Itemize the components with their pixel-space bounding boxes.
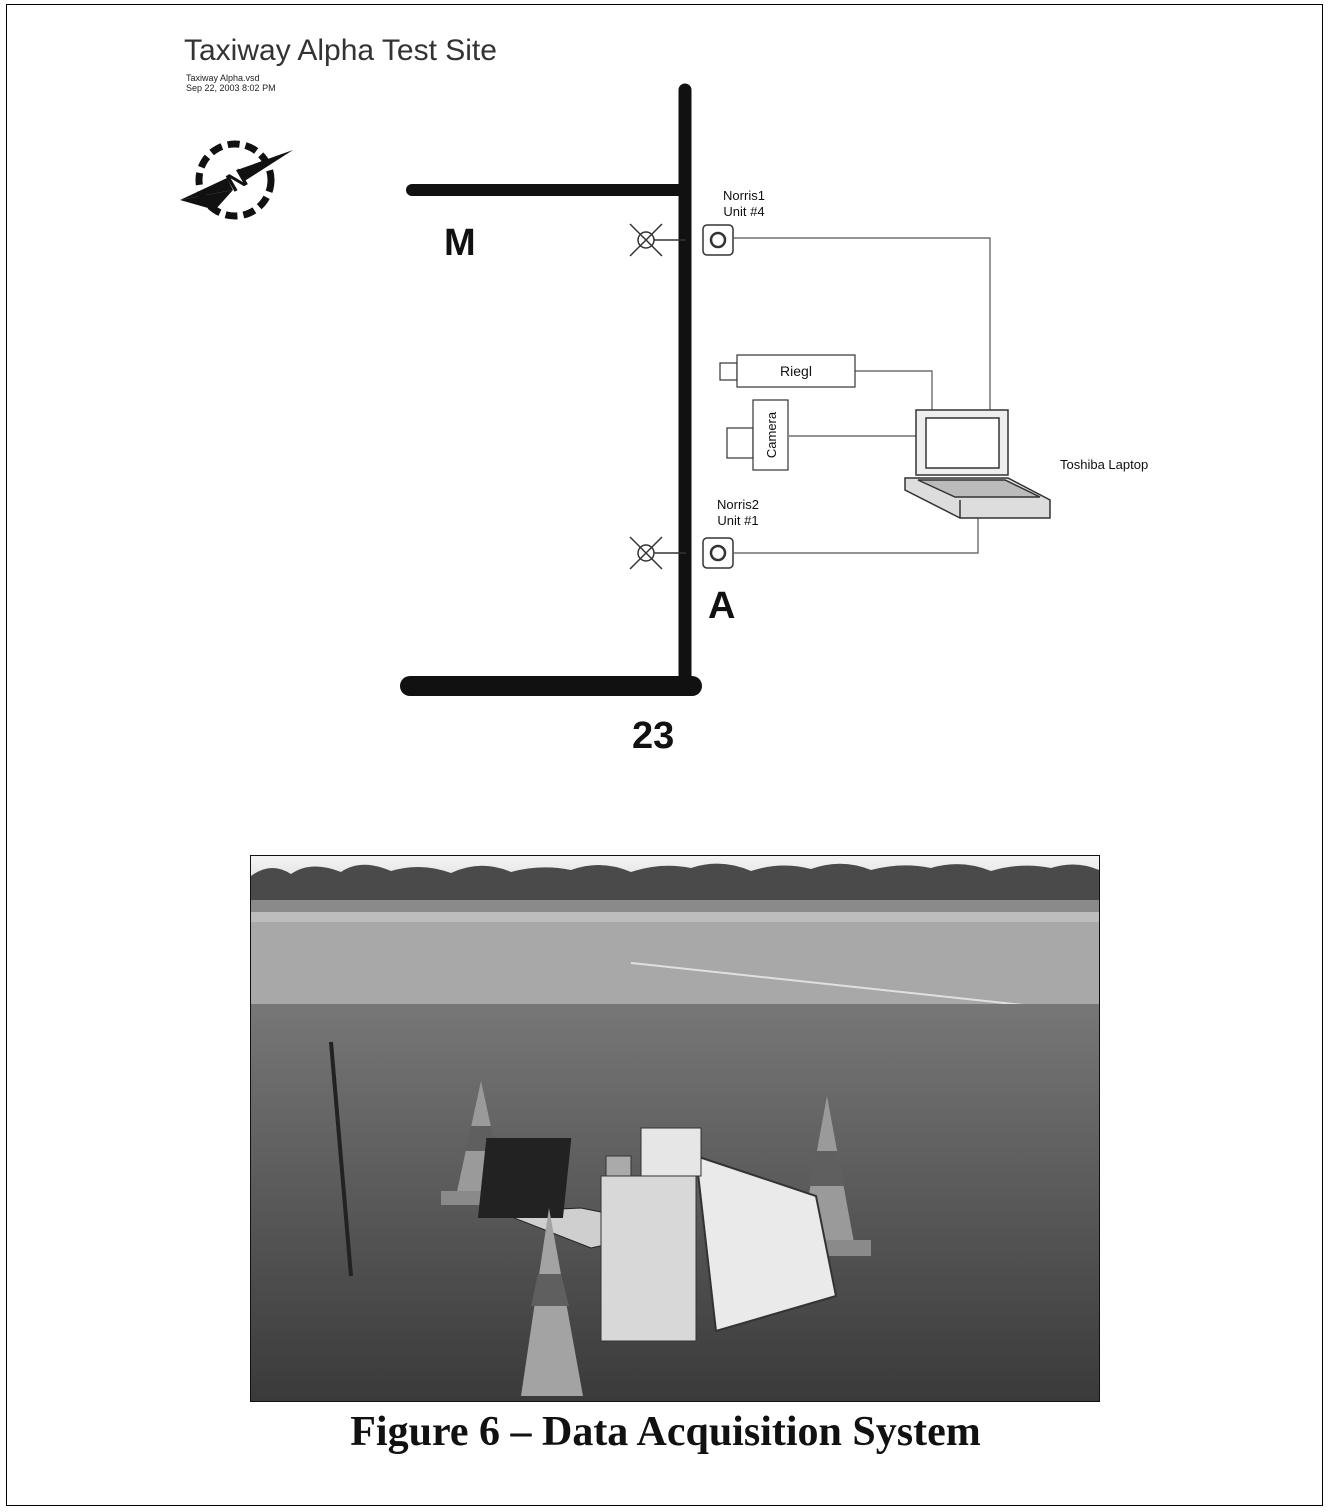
runway-23-label: 23 (632, 715, 674, 758)
norris2-sensor-icon (703, 538, 733, 568)
norris1-unit: Unit #4 (712, 204, 776, 220)
norris1-name: Norris1 (712, 188, 776, 204)
norris1-sensor-icon (703, 225, 733, 255)
norris2-unit: Unit #1 (706, 513, 770, 529)
norris2-name: Norris2 (706, 497, 770, 513)
taxiway-a-label: A (708, 585, 735, 628)
light-upper-icon (630, 224, 686, 256)
light-lower-icon (630, 537, 686, 569)
laptop-icon (905, 410, 1050, 518)
riegl-label: Riegl (780, 363, 812, 379)
camera-label: Camera (764, 411, 779, 458)
laptop-label: Toshiba Laptop (1060, 457, 1148, 472)
field-photo (250, 855, 1100, 1402)
compass-icon: N (180, 144, 293, 216)
norris1-label: Norris1 Unit #4 (712, 188, 776, 220)
taxiway-m-label: M (444, 222, 476, 265)
figure-caption: Figure 6 – Data Acquisition System (0, 1408, 1331, 1456)
norris2-label: Norris2 Unit #1 (706, 497, 770, 529)
